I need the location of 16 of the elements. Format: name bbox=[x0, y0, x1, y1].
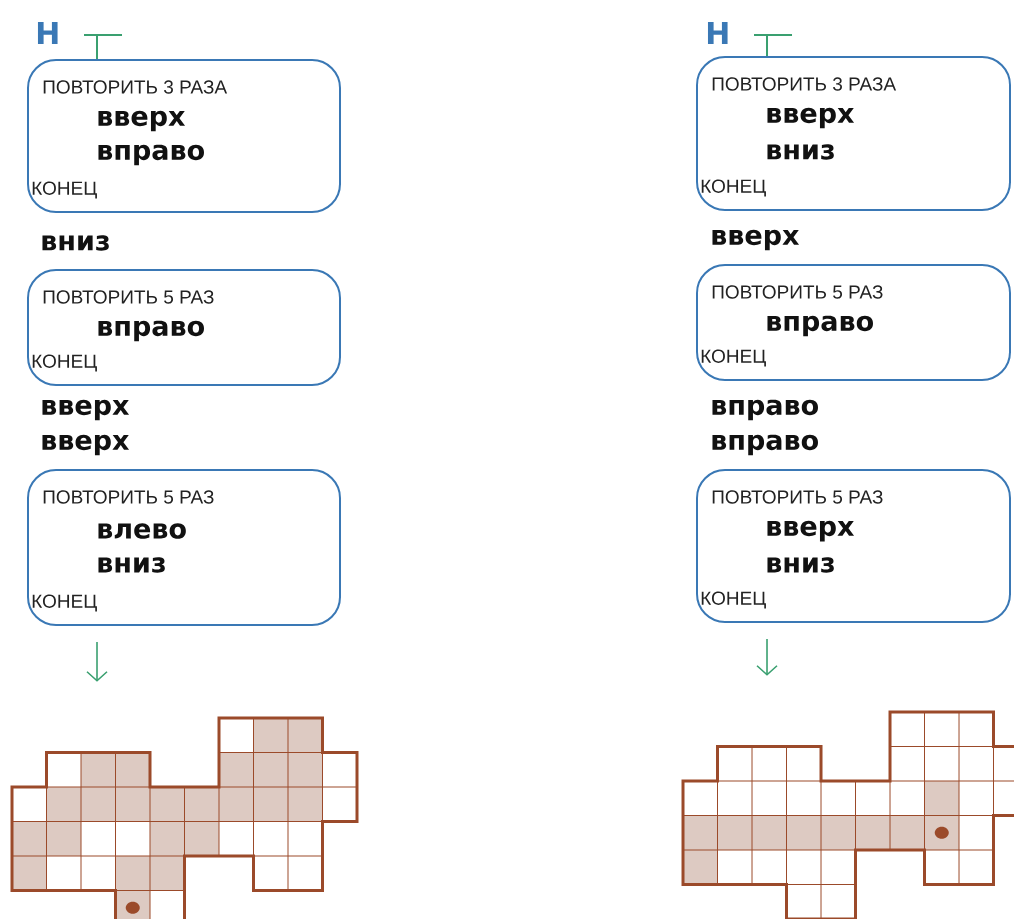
repeat-block: ПОВТОРИТЬ 5 РАЗ вправо КОНЕЦ bbox=[27, 269, 341, 386]
command-text: вправо bbox=[712, 434, 818, 456]
grid-drawing bbox=[10, 716, 359, 919]
repeat-block: ПОВТОРИТЬ 5 РАЗ вправо КОНЕЦ bbox=[696, 264, 1011, 381]
repeat-block: ПОВТОРИТЬ 3 РАЗА вверх вправо КОНЕЦ bbox=[27, 59, 341, 213]
arrow bbox=[86, 641, 108, 682]
command-text: вверх bbox=[712, 229, 800, 251]
grid-drawing bbox=[681, 710, 1014, 919]
command-text: вниз bbox=[42, 235, 109, 251]
repeat-block: ПОВТОРИТЬ 5 РАЗ влево вниз КОНЕЦ bbox=[27, 469, 341, 626]
repeat-block: ПОВТОРИТЬ 5 РАЗ вверх вниз КОНЕЦ bbox=[696, 469, 1011, 623]
command-text: вправо bbox=[712, 399, 818, 421]
command-text: вверх bbox=[42, 434, 130, 456]
repeat-block: ПОВТОРИТЬ 3 РАЗА вверх вниз КОНЕЦ bbox=[696, 56, 1011, 211]
command-text: вверх bbox=[42, 399, 130, 421]
arrow bbox=[756, 638, 778, 676]
